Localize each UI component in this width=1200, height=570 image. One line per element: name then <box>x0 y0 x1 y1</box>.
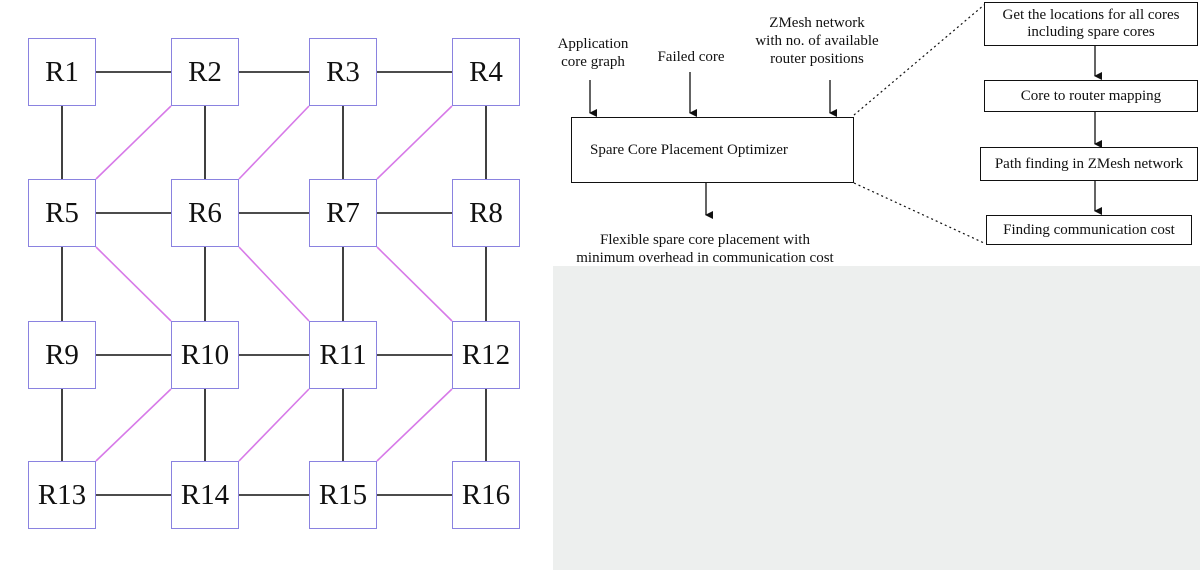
router-r8: R8 <box>452 179 520 247</box>
output-label: Flexible spare core placement with minim… <box>576 232 834 266</box>
input-label-app-graph: Application core graph <box>557 36 629 70</box>
spare-core-placement-optimizer-box: Spare Core Placement Optimizer <box>571 117 854 183</box>
step-core-router-mapping-box: Core to router mapping <box>984 80 1198 112</box>
zmesh-diagonal-link <box>376 246 453 322</box>
zmesh-diagonal-link <box>376 388 453 462</box>
router-r15: R15 <box>309 461 377 529</box>
dotted-expand-top <box>853 4 985 116</box>
router-r2: R2 <box>171 38 239 106</box>
router-r7: R7 <box>309 179 377 247</box>
zmesh-grid-links <box>61 71 487 496</box>
router-r11: R11 <box>309 321 377 389</box>
router-r3: R3 <box>309 38 377 106</box>
router-r13: R13 <box>28 461 96 529</box>
input-label-zmesh: ZMesh network with no. of available rout… <box>755 15 879 67</box>
zmesh-diagonal-link <box>95 246 172 322</box>
zmesh-diagonal-link <box>376 105 453 180</box>
input-label-failed-core: Failed core <box>657 49 725 65</box>
router-r14: R14 <box>171 461 239 529</box>
step-communication-cost-box: Finding communication cost <box>986 215 1192 245</box>
router-r5: R5 <box>28 179 96 247</box>
zmesh-diagonal-link <box>238 246 310 322</box>
step-path-finding-box: Path finding in ZMesh network <box>980 147 1198 181</box>
step-locations-box: Get the locations for all cores includin… <box>984 2 1198 46</box>
router-r16: R16 <box>452 461 520 529</box>
zmesh-diagonal-link <box>238 105 310 180</box>
router-r10: R10 <box>171 321 239 389</box>
zmesh-diagonal-link <box>238 388 310 462</box>
router-r12: R12 <box>452 321 520 389</box>
router-r1: R1 <box>28 38 96 106</box>
dotted-expand-bottom <box>853 182 985 244</box>
zmesh-diagonal-link <box>95 105 172 180</box>
router-r9: R9 <box>28 321 96 389</box>
blank-panel <box>553 266 1200 570</box>
zmesh-diagonal-link <box>95 388 172 462</box>
router-r4: R4 <box>452 38 520 106</box>
router-r6: R6 <box>171 179 239 247</box>
